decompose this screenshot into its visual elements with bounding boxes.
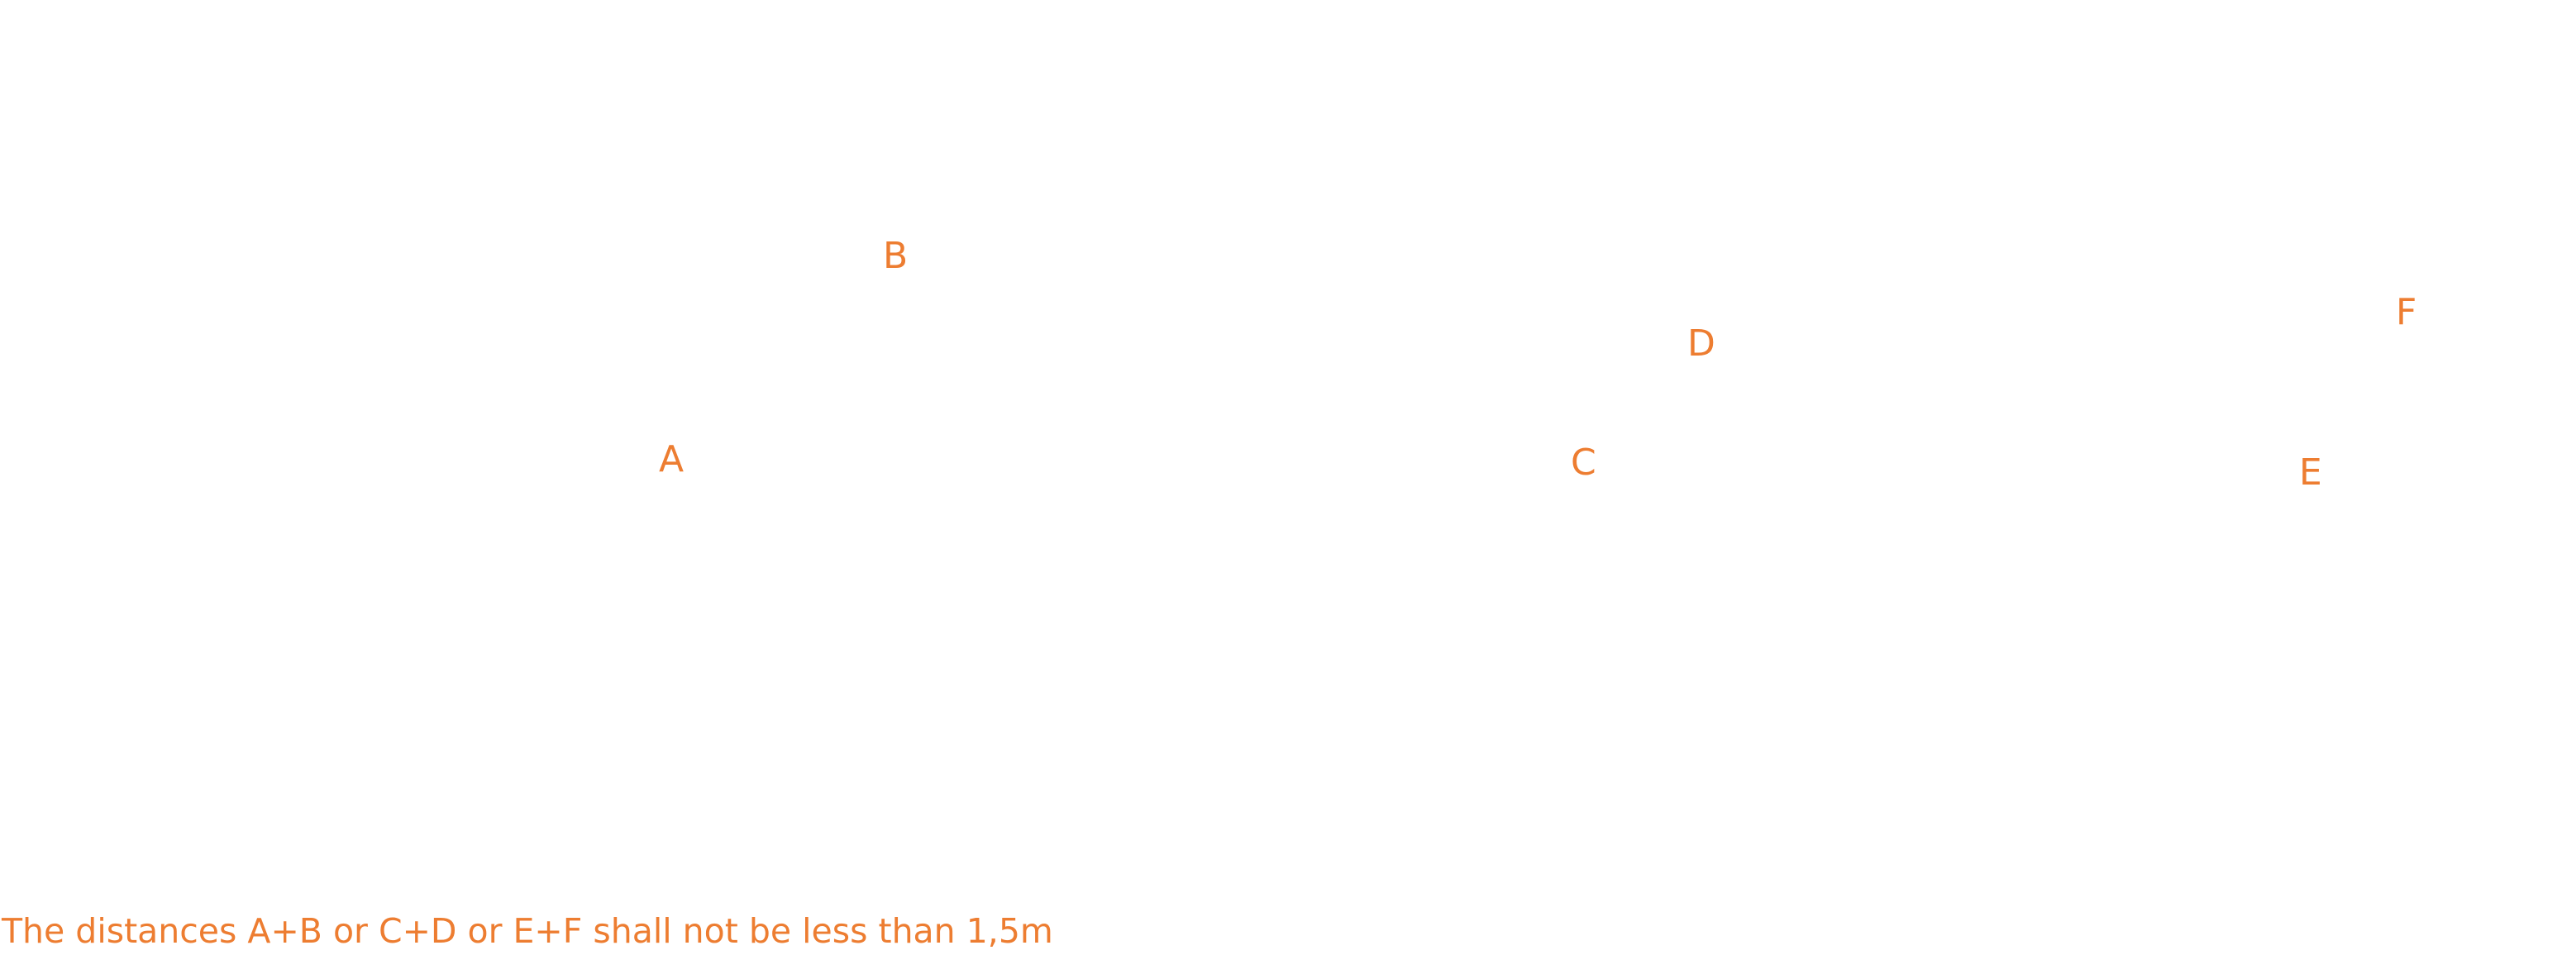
- point-label-d: D: [1687, 322, 1715, 365]
- point-label-c: C: [1571, 442, 1596, 484]
- point-label-f: F: [2396, 291, 2417, 333]
- distance-rule-note: The distances A+B or C+D or E+F shall no…: [2, 911, 1053, 951]
- point-label-e: E: [2299, 451, 2322, 494]
- point-label-a: A: [659, 438, 685, 480]
- point-label-b: B: [883, 235, 909, 277]
